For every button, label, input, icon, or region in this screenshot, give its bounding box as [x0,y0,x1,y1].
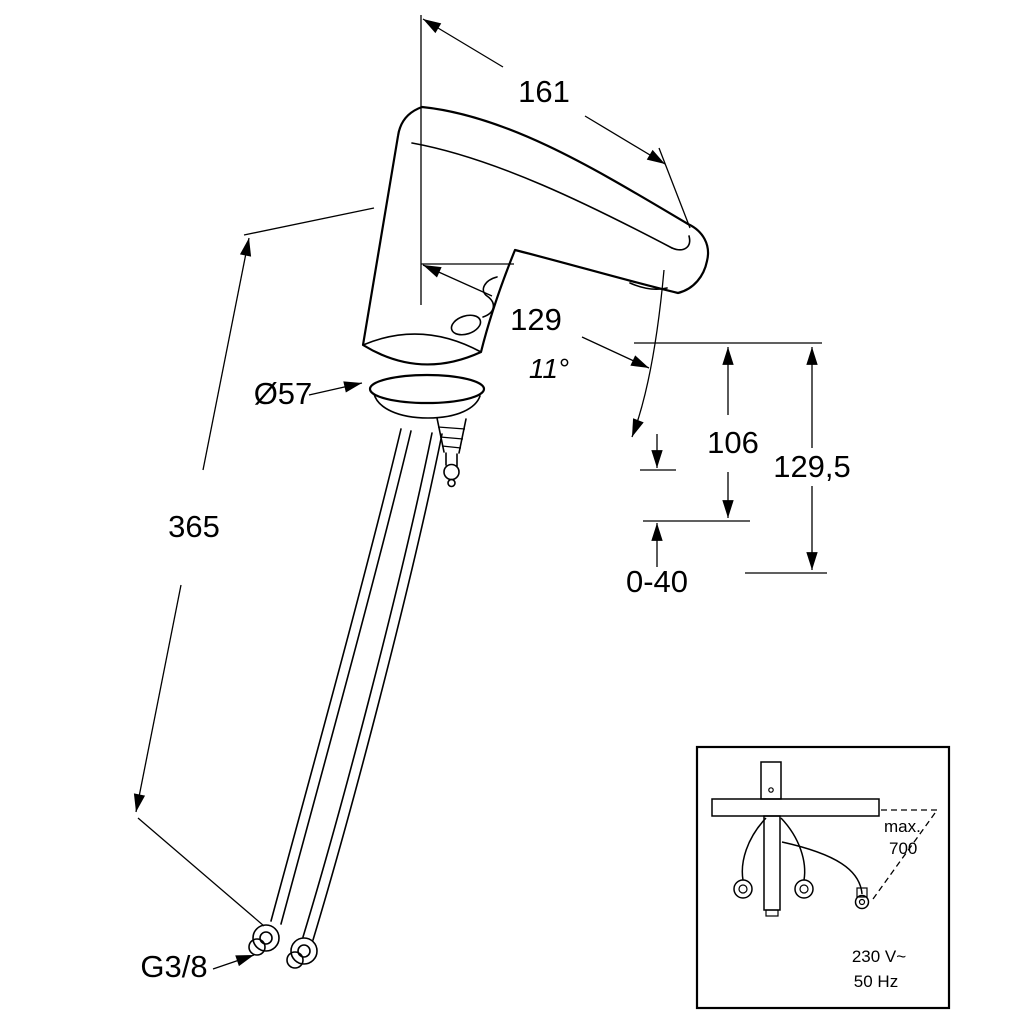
base-flange [368,373,486,419]
threaded-shaft [436,417,467,488]
dim-height-to-outlet-label: 106 [707,425,759,460]
dim-deck-thickness-label: 0-40 [626,564,688,599]
inset-max-label: max. [884,817,921,836]
dim-spout-reach-label: 161 [518,74,570,109]
sensor-window-icon [450,276,498,336]
inset-frequency-label: 50 Hz [854,972,898,991]
dimension-labels: 161 129 11° 106 129,5 0-40 365 Ø57 G3/8 [140,74,850,984]
faucet-outline [248,105,710,969]
dim-hose-length-label: 365 [168,509,220,544]
inset-labels: max. 700 230 V~ 50 Hz [852,817,921,991]
dim-base-diameter-label: Ø57 [254,376,313,411]
connection-hoses [270,428,443,941]
dimension-lines [133,15,827,970]
hose-fittings [248,924,318,969]
installation-inset: max. 700 230 V~ 50 Hz [695,745,951,1010]
dim-spout-angle-label: 11° [529,353,569,384]
inset-border [695,745,951,1010]
dim-spout-length-label: 129 [510,302,562,337]
inset-max-value: 700 [889,839,917,858]
dim-height-total-label: 129,5 [773,449,851,484]
dim-thread-size-label: G3/8 [140,949,207,984]
inset-voltage-label: 230 V~ [852,947,906,966]
inset-installation-sketch [711,761,937,917]
